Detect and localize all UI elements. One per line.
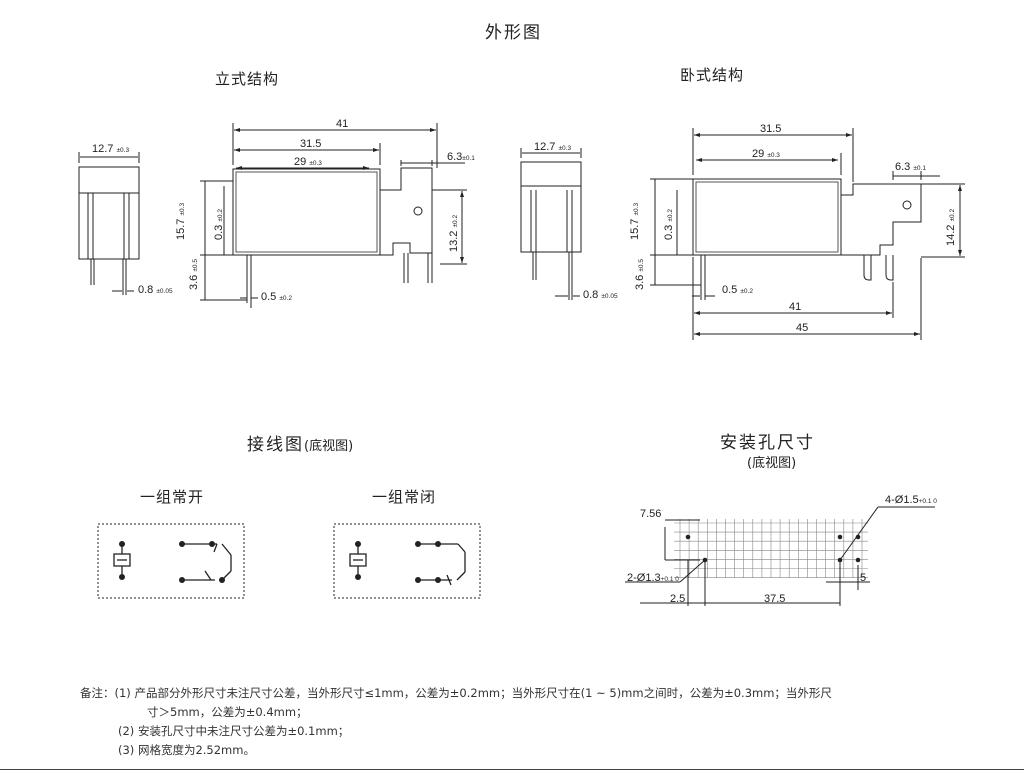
h-dim-29-value: 29: [752, 148, 765, 160]
holes-dim-2-hole-tol: +0.1 0: [660, 576, 679, 583]
h-dim-41: 41: [789, 301, 802, 313]
mounting-holes-note: (底视图): [747, 456, 797, 471]
holes-dim-37-5: 37.5: [764, 593, 786, 605]
v-dim-41: 41: [336, 118, 349, 130]
form-b-diagram: [333, 523, 481, 599]
form-a-diagram: [97, 523, 245, 599]
wiring-title-note: (底视图): [304, 439, 354, 454]
horizontal-structure-title: 卧式结构: [680, 66, 745, 84]
form-a-label: 一组常开: [140, 488, 205, 506]
holes-dim-5: 5: [860, 572, 867, 584]
h-dim-45: 45: [796, 322, 809, 334]
h-dim-0-5-tol: ±0.2: [740, 288, 753, 295]
h-dim-6-3-value: 6.3: [895, 161, 911, 173]
h-dim-31-5: 31.5: [760, 123, 782, 135]
v-dim-0-5-value: 0.5: [261, 291, 277, 303]
note-1-cont: 寸＞5mm，公差为±0.4mm；: [147, 705, 308, 719]
h-dim-0-5: 0.5 ±0.2: [722, 284, 753, 296]
v-dim-0-5-tol: ±0.2: [279, 295, 292, 302]
v-side-view-body: [232, 168, 381, 256]
h-dim-width: 12.7 ±0.3: [534, 141, 571, 153]
outline-title: 外形图: [485, 23, 542, 43]
v-dim-0-5: 0.5 ±0.2: [261, 291, 292, 303]
v-dim-29: 29 ±0.3: [294, 156, 322, 168]
h-dim-29-tol: ±0.3: [767, 152, 780, 159]
note-3: (3) 网格宽度为2.52mm。: [118, 743, 255, 757]
holes-dim-2-hole: 2-Ø1.3+0.1 0: [627, 572, 679, 584]
v-dim-width-tol: ±0.3: [116, 147, 130, 154]
vertical-structure-title: 立式结构: [215, 70, 280, 88]
h-dim-29: 29 ±0.3: [752, 148, 780, 160]
v-dim-6-3: 6.3±0.1: [447, 151, 475, 163]
v-dim-29-value: 29: [294, 156, 307, 168]
v-dim-29-tol: ±0.3: [309, 160, 322, 167]
v-dim-6-3-tol: ±0.1: [462, 155, 475, 162]
h-dim-width-value: 12.7: [534, 141, 556, 153]
h-dim-6-3: 6.3 ±0.1: [895, 161, 926, 173]
holes-dim-2-hole-value: 2-Ø1.3: [627, 572, 661, 584]
h-dim-0-8-tol: ±0.05: [601, 293, 618, 300]
v-dim-6-3-value: 6.3: [447, 151, 463, 163]
mounting-holes-title: 安装孔尺寸: [720, 433, 815, 453]
holes-dim-4-hole-value: 4-Ø1.5: [885, 494, 919, 506]
v-dim-0-8: 0.8 ±0.05: [138, 284, 173, 296]
note-1: (1) 产品部分外形尺寸未注尺寸公差，当外形尺寸≤1mm，公差为±0.2mm；当…: [114, 686, 832, 700]
h-dim-6-3-tol: ±0.1: [913, 165, 926, 172]
holes-dim-4-hole: 4-Ø1.5+0.1 0: [885, 494, 937, 506]
wiring-title: 接线图(底视图): [247, 430, 353, 455]
v-dim-0-8-tol: ±0.05: [156, 288, 173, 295]
holes-dim-2-5: 2.5: [670, 593, 686, 605]
v-dim-31-5: 31.5: [300, 138, 322, 150]
form-b-label: 一组常闭: [372, 488, 437, 506]
v-dim-width: 12.7 ±0.3: [92, 143, 129, 155]
note-2: (2) 安装孔尺寸中未注尺寸公差为±0.1mm；: [118, 724, 350, 738]
v-dim-0-8-value: 0.8: [138, 284, 154, 296]
v-dim-width-value: 12.7: [92, 143, 114, 155]
notes-label: 备注：: [80, 686, 115, 700]
h-dim-0-5-value: 0.5: [722, 284, 738, 296]
v-end-view-body: [78, 192, 140, 260]
h-dim-0-8: 0.8 ±0.05: [583, 289, 618, 301]
holes-dim-4-hole-tol: +0.1 0: [918, 498, 937, 505]
h-dim-0-8-value: 0.8: [583, 289, 599, 301]
bottom-rule: [0, 769, 1024, 770]
h-dim-width-tol: ±0.3: [558, 145, 572, 152]
notes-block: 备注：(1) 产品部分外形尺寸未注尺寸公差，当外形尺寸≤1mm，公差为±0.2m…: [80, 684, 980, 760]
holes-dim-7-56: 7.56: [640, 508, 662, 520]
wiring-title-text: 接线图: [247, 435, 304, 455]
